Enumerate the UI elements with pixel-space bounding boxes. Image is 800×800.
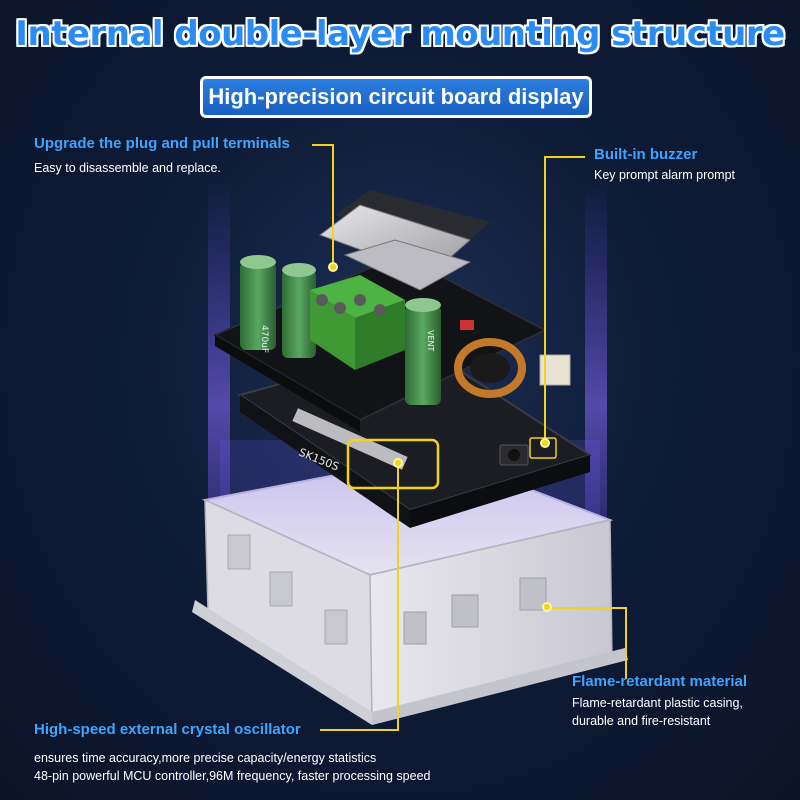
capacitor-label: 470uF [259,325,269,353]
casing-callout-line-2: durable and fire-resistant [572,714,711,728]
terminals-callout-title: Upgrade the plug and pull terminals [34,135,290,152]
casing-callout-title: Flame-retardant material [572,673,748,690]
leader-casing-v [625,607,627,679]
terminals-dot [328,262,338,272]
leader-buzzer-v [544,156,546,442]
crystal-callout-line-1: ensures time accuracy,more precise capac… [34,751,377,765]
crystal-callout-title: High-speed external crystal oscillator [34,721,301,738]
buzzer-callout-title: Built-in buzzer [594,146,698,163]
leader-terminals-h [312,144,334,146]
leader-crystal-v [397,465,399,729]
crystal-highlight-box [346,438,440,490]
capacitor-label-right: VENT [426,330,435,352]
page-title: Internal double-layer mounting structure [15,14,785,54]
subtitle-badge: High-precision circuit board display [200,76,592,118]
subtitle-text: High-precision circuit board display [208,84,584,109]
leader-terminals-v [332,144,334,266]
casing-callout-line-1: Flame-retardant plastic casing, [572,696,743,710]
leader-crystal-h [320,729,399,731]
buzzer-callout-text: Key prompt alarm prompt [594,168,736,182]
casing-dot [542,602,552,612]
terminals-callout-text: Easy to disassemble and replace. [34,161,221,175]
leader-casing-h [552,607,626,609]
crystal-dot [393,458,403,468]
buzzer-dot [540,438,550,448]
crystal-callout-line-2: 48-pin powerful MCU controller,96M frequ… [34,769,431,783]
leader-buzzer-h [545,156,585,158]
power-board: 470uF VENT [212,190,571,432]
